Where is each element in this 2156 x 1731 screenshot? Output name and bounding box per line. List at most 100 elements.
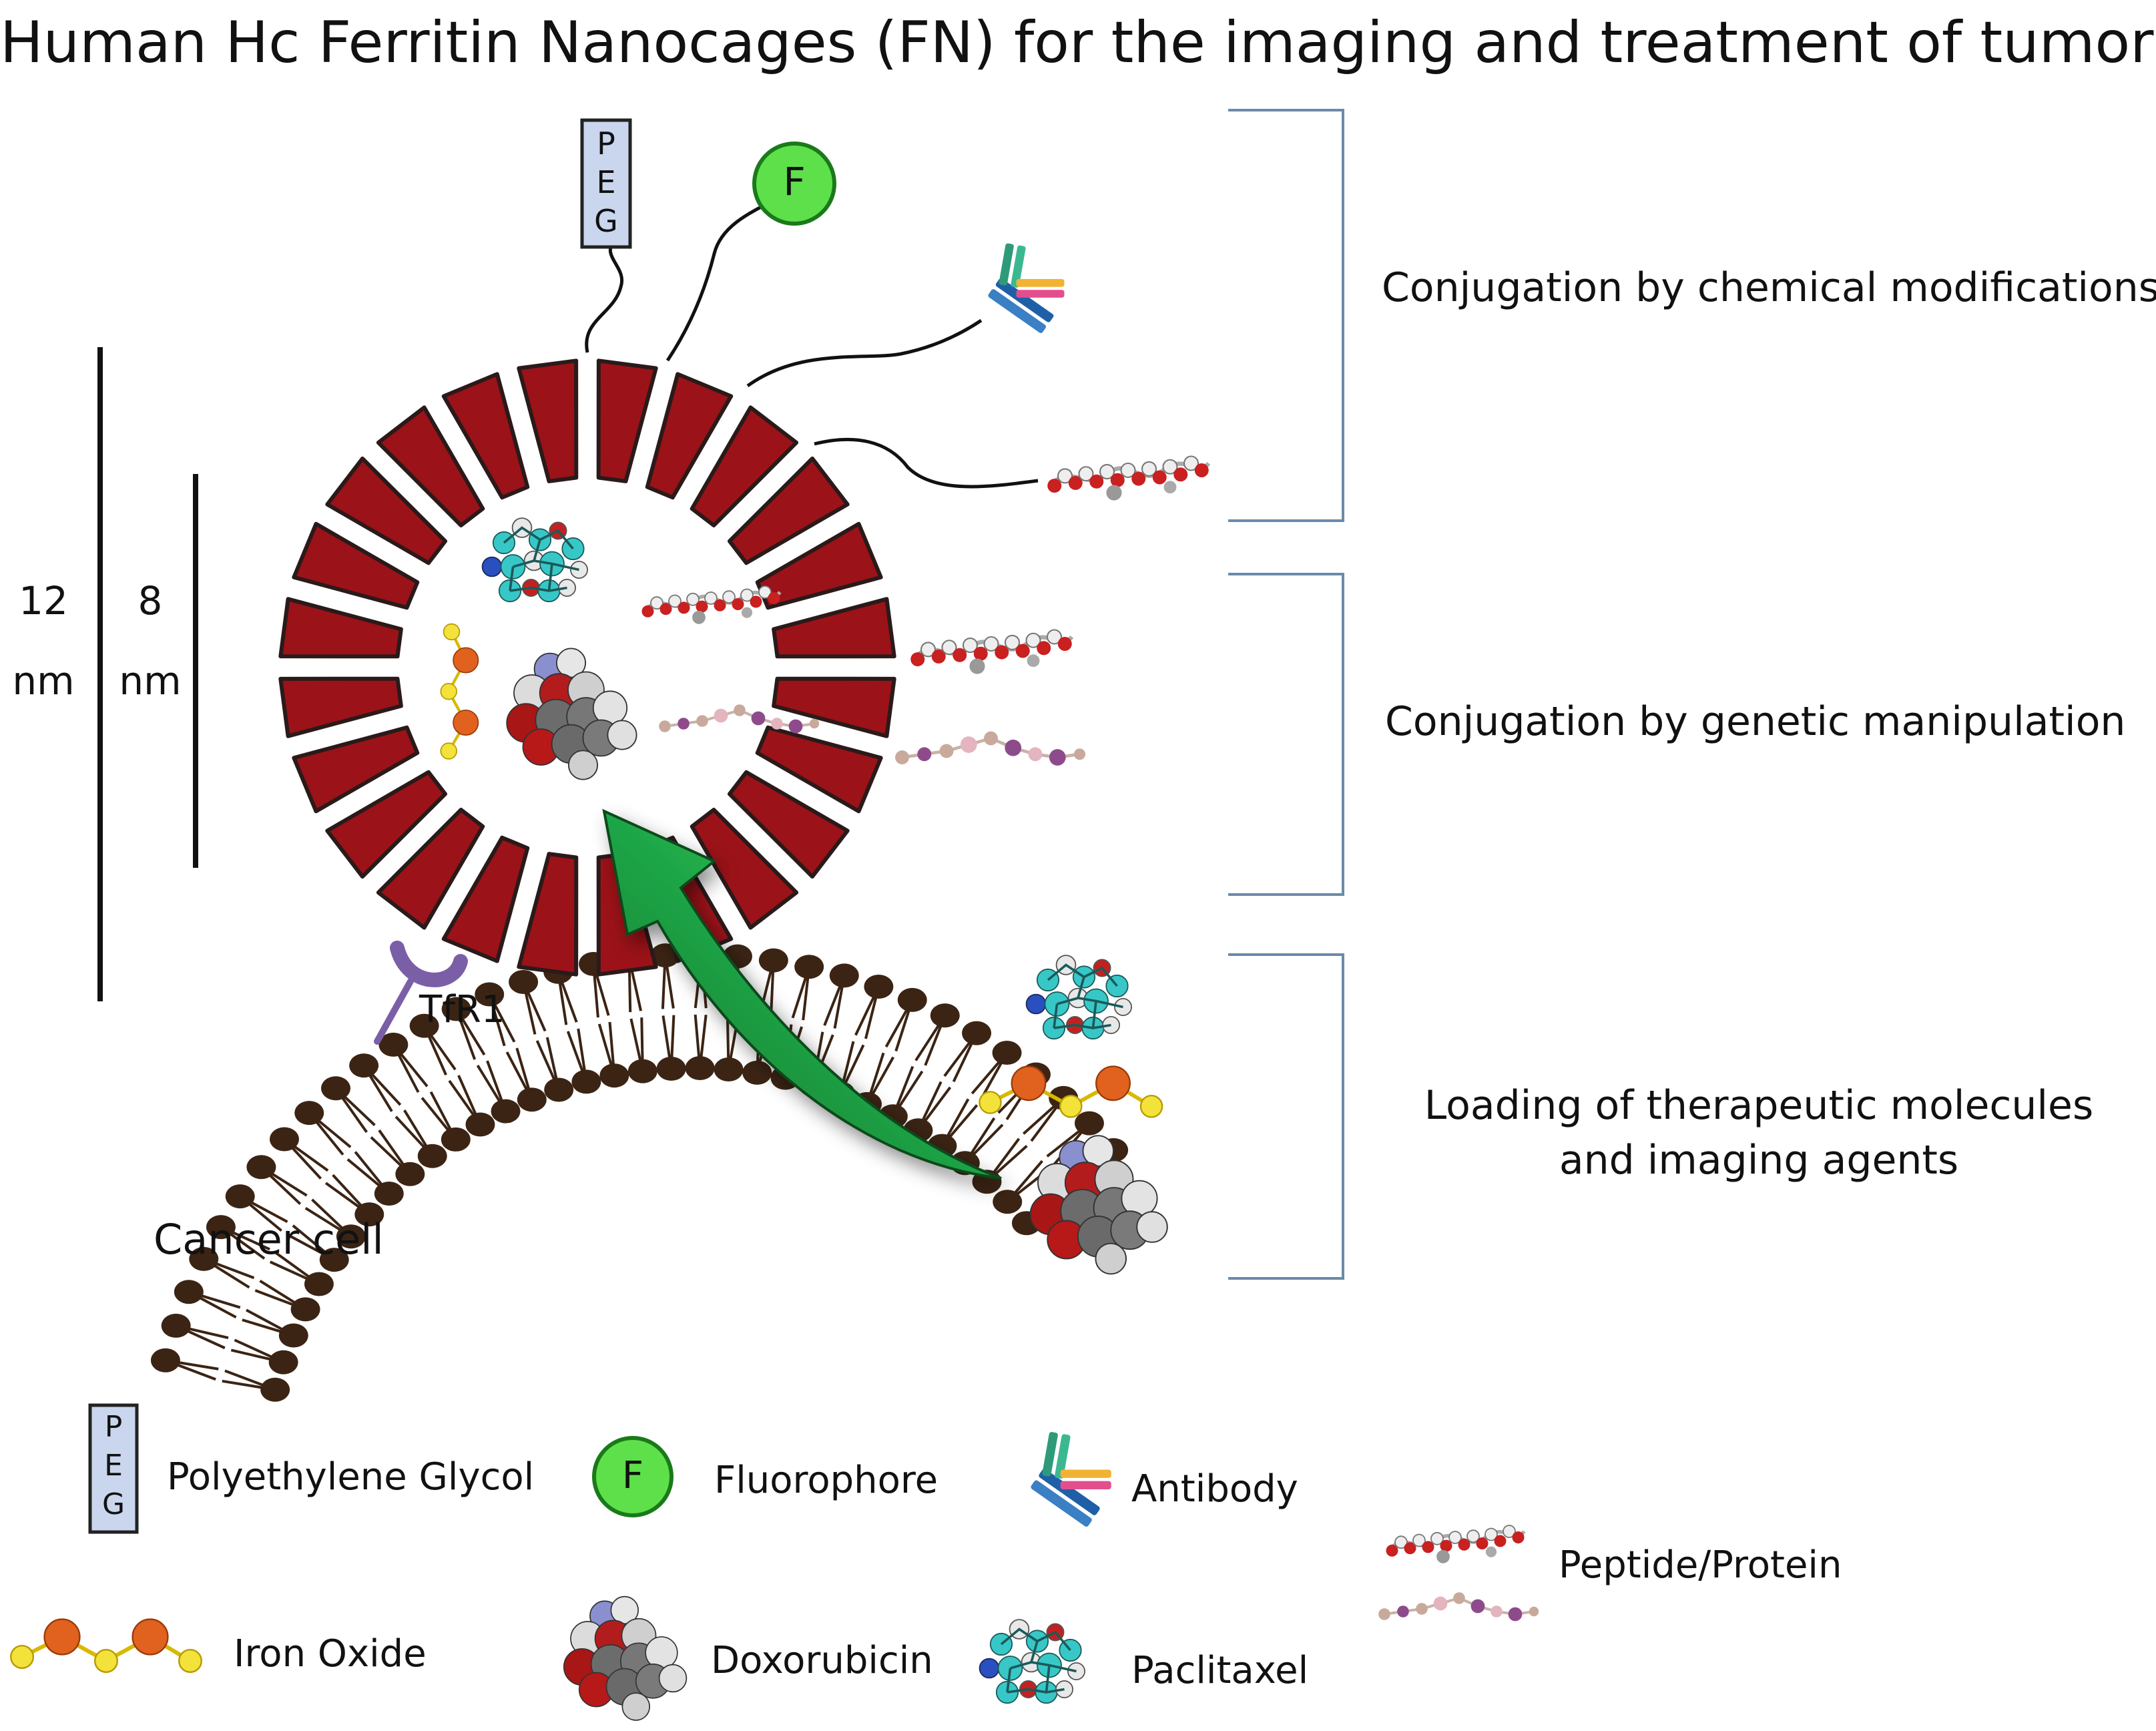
cell-membrane (150, 943, 1129, 1402)
lipid-head (794, 955, 824, 979)
peptide-inside (642, 586, 780, 624)
lipid-head (206, 1215, 236, 1240)
fluorophore-letter: F (783, 159, 806, 204)
lipid-head (260, 1377, 290, 1402)
lipid-head (189, 1246, 219, 1271)
bracket-chemical (1228, 109, 1344, 522)
figure-title: Human Hc Ferritin Nanocages (FN) for the… (0, 9, 2156, 76)
lipid-head (174, 1280, 204, 1304)
lipid-tail (334, 1087, 411, 1176)
legend-paclitaxel-icon (978, 1618, 1086, 1704)
lipid-tail (557, 971, 588, 1083)
beads-conjugate-genetic (895, 732, 1085, 766)
lipid-tail (627, 958, 644, 1072)
lipid-head (378, 1032, 409, 1057)
legend-peg-label: Polyethylene Glycol (167, 1455, 535, 1499)
lipid-tail (592, 963, 616, 1076)
legend-peptide-label: Peptide/Protein (1559, 1543, 1842, 1587)
loading-arrow (602, 808, 1002, 1180)
ferritin-subunit (292, 521, 420, 610)
lipid-tail (891, 1015, 947, 1118)
ferritin-subunit (690, 807, 799, 930)
lipid-head (627, 1059, 657, 1083)
ferritin-subunit (755, 725, 883, 814)
peptide-conjugate-chemical (1047, 457, 1209, 501)
ferritin-subunit (292, 725, 420, 814)
lipid-tail (203, 1257, 306, 1311)
lipid-tail (423, 1025, 482, 1126)
legend-beads-icon (1378, 1592, 1539, 1621)
lipid-tail (220, 1226, 320, 1286)
lipid-head (417, 1144, 447, 1168)
legend-peg-letter-p: P (104, 1410, 123, 1444)
lipid-tail (308, 1111, 390, 1195)
lipid-tail (916, 1032, 978, 1132)
peptide-conjugate-genetic (910, 630, 1072, 674)
lipid-head (829, 963, 859, 988)
peg-letter-g: G (594, 203, 618, 239)
lipid-tail (362, 1064, 434, 1158)
legend-fluorophore-label: Fluorophore (714, 1459, 938, 1502)
ferritin-subunit (441, 835, 530, 963)
peg-letter-e: E (596, 164, 616, 200)
lipid-head (354, 1202, 384, 1227)
ferritin-subunit (645, 372, 734, 500)
receptor-label: TfR1 (419, 988, 505, 1031)
inner-scale-unit: nm (119, 658, 182, 704)
lipid-tail (784, 966, 811, 1079)
lipid-head (336, 1224, 366, 1249)
ferritin-subunit (517, 852, 579, 977)
lipid-tail (812, 975, 846, 1085)
lipid-head (290, 1297, 320, 1322)
ferritin-subunit (772, 597, 896, 659)
ferritin-subunit (278, 597, 403, 659)
cell-label: Cancer cell (154, 1215, 384, 1264)
iron-oxide-inside (441, 624, 478, 759)
lipid-head (742, 1060, 772, 1085)
lipid-tail (940, 1051, 1009, 1147)
outer-scale-unit: nm (12, 658, 75, 704)
lipid-head (714, 1057, 744, 1082)
lipid-head (294, 1101, 324, 1126)
lipid-tail (283, 1138, 370, 1216)
tfr1-receptor (374, 941, 468, 1045)
lipid-tail (260, 1166, 352, 1238)
bracket-genetic (1228, 573, 1344, 896)
ferritin-subunit (376, 405, 485, 528)
doxorubicin-loading (1029, 1135, 1168, 1275)
legend-peg-icon (88, 1403, 139, 1534)
lipid-head (491, 1099, 521, 1124)
antibody-conjugate (987, 242, 1065, 334)
lipid-head (685, 1056, 715, 1081)
bracket-loading (1228, 953, 1344, 1280)
lipid-head (150, 1348, 180, 1373)
ferritin-subunit (772, 676, 896, 738)
lipid-head (897, 987, 927, 1012)
legend-paclitaxel-label: Paclitaxel (1131, 1649, 1309, 1692)
lipid-head (864, 974, 894, 999)
lipid-head (465, 1112, 495, 1137)
lipid-tail (661, 955, 676, 1069)
lipid-head (599, 1063, 629, 1088)
lipid-head (930, 1003, 960, 1028)
lipid-head (571, 1069, 601, 1094)
ferritin-nanocage (278, 358, 896, 977)
ferritin-subunit (596, 358, 658, 483)
lipid-head (544, 1077, 574, 1102)
legend-fluorophore-letter: F (621, 1454, 644, 1497)
lipid-tail (866, 999, 914, 1105)
lipid-head (161, 1313, 191, 1338)
lipid-head (395, 1162, 425, 1186)
fluorophore-conjugate (752, 142, 836, 226)
linkers (585, 198, 1039, 489)
lipid-head (656, 1056, 686, 1081)
ferritin-subunit (690, 405, 799, 528)
inner-scale-value: 8 (138, 578, 163, 624)
lipid-tail (165, 1358, 276, 1391)
ferritin-subunit (727, 770, 850, 879)
lipid-head (409, 1013, 439, 1038)
legend-peg-letter-g: G (101, 1487, 125, 1521)
ferritin-subunit (325, 456, 448, 565)
lipid-head (962, 1021, 992, 1045)
